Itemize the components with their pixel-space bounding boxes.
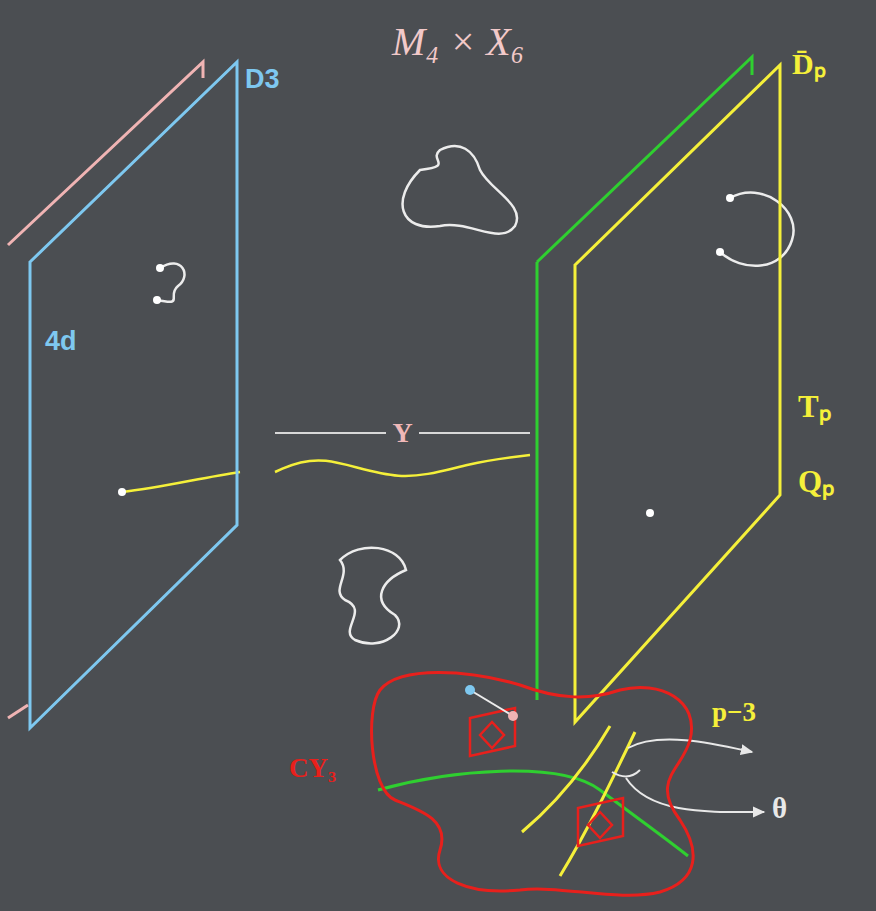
outline-stroke — [372, 673, 694, 896]
closed-string — [340, 548, 406, 644]
open-string — [720, 193, 794, 266]
dp-brane: D̄ₚTₚQₚ — [530, 45, 870, 735]
outline-stroke — [30, 62, 237, 728]
string-end — [726, 194, 734, 202]
manifold-label: CY₃ — [289, 754, 336, 784]
distance-label: Y — [386, 418, 418, 449]
title: M₄ × X₆ — [392, 18, 525, 65]
tension-label: Tₚ — [798, 390, 831, 424]
string-end — [118, 488, 126, 496]
string — [470, 690, 513, 716]
d3-point — [465, 685, 475, 695]
string-end — [153, 296, 161, 304]
closed-string — [403, 146, 518, 234]
brane-point — [508, 711, 518, 721]
outline-stroke — [8, 62, 203, 245]
leader-line — [626, 778, 764, 812]
string-end — [716, 248, 724, 256]
cycle — [578, 798, 623, 846]
calabi-yau: CY₃ — [285, 662, 695, 902]
stretched-string — [275, 455, 530, 476]
wrapped-yellow-brane — [560, 732, 635, 876]
open-string — [157, 263, 184, 301]
angle-label: θ — [772, 793, 787, 825]
angle-arc — [612, 770, 640, 776]
outline-stroke — [537, 57, 752, 262]
codimension-label: p−3 — [712, 698, 756, 728]
outline-stroke — [536, 262, 539, 700]
outline-stroke — [8, 705, 28, 718]
antibrane-label: D̄ₚ — [792, 47, 826, 80]
outline — [285, 662, 695, 902]
point — [646, 509, 654, 517]
string-end — [156, 264, 164, 272]
stretched-string — [122, 472, 240, 492]
charge-label: Qₚ — [798, 465, 834, 499]
brane-label: D3 — [245, 65, 280, 95]
d3-brane: D34d — [5, 55, 275, 735]
dimension-label: 4d — [45, 327, 77, 357]
outline-stroke — [575, 65, 780, 722]
outline — [5, 55, 275, 735]
